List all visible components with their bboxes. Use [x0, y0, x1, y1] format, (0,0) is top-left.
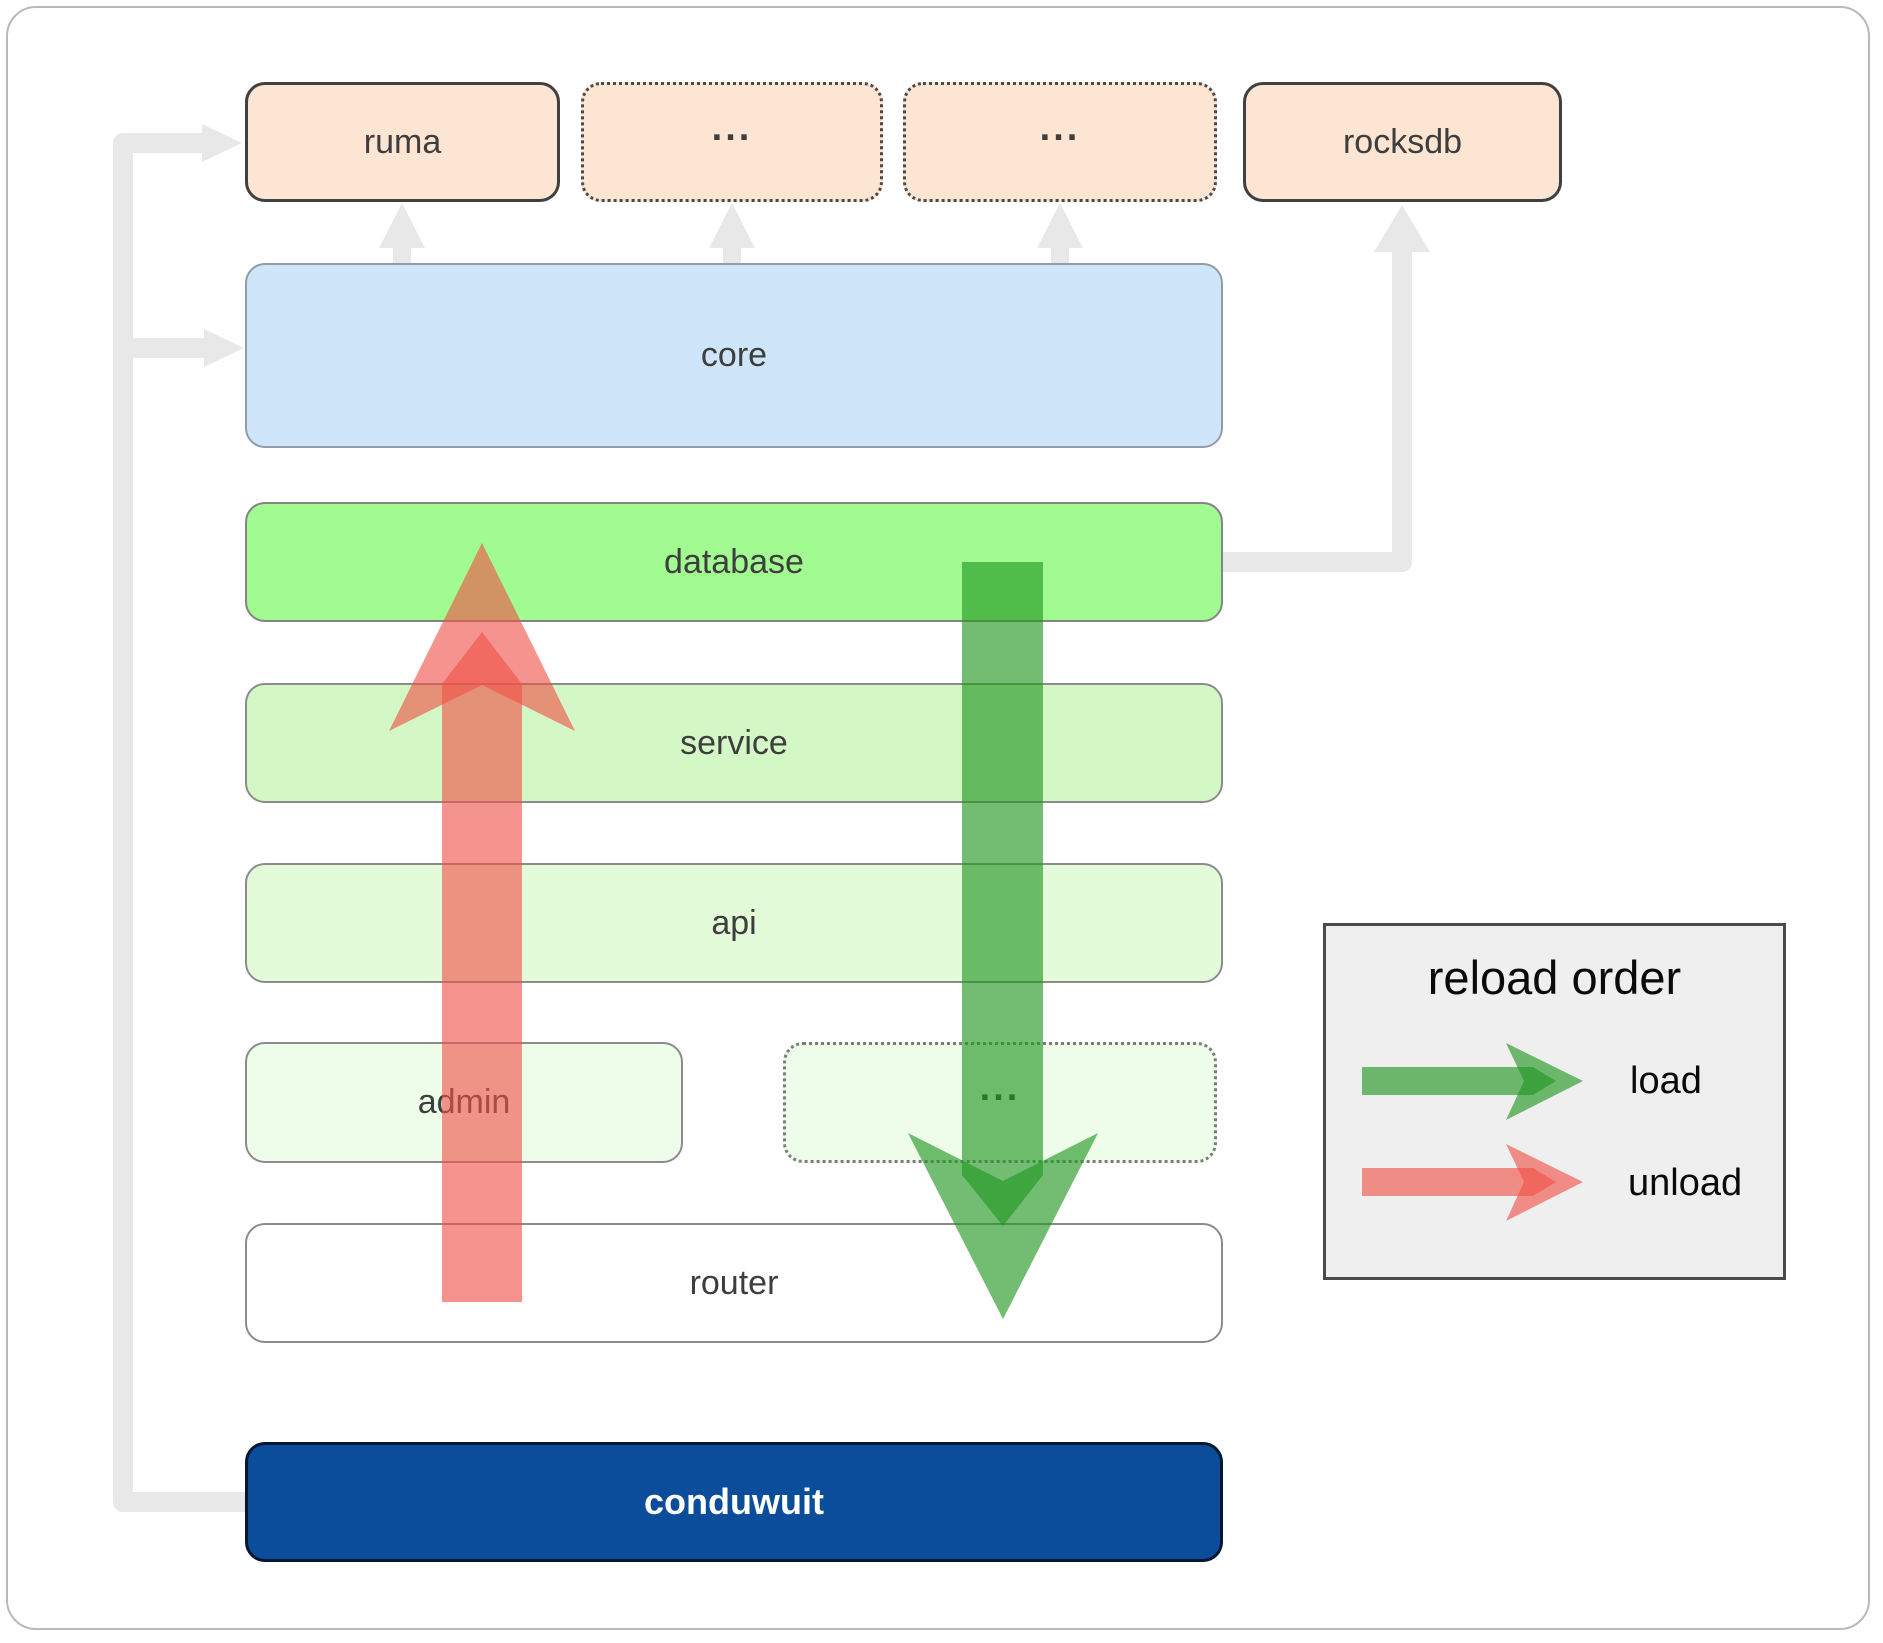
node-service-label: service: [680, 723, 788, 762]
node-admin: admin: [245, 1042, 683, 1163]
diagram-frame: [6, 6, 1870, 1630]
node-ruma-label: ruma: [363, 122, 442, 161]
node-database-label: database: [664, 542, 804, 581]
node-rocksdb: rocksdb: [1243, 82, 1562, 202]
node-ext-top-2: ...: [903, 82, 1217, 202]
legend-label-load: load: [1630, 1060, 1702, 1102]
node-ext-mid: ...: [783, 1042, 1217, 1163]
node-ext-top-1: ...: [581, 82, 883, 202]
node-router: router: [245, 1223, 1223, 1343]
node-conduwuit: conduwuit: [245, 1442, 1223, 1562]
node-service: service: [245, 683, 1223, 803]
node-ruma: ruma: [245, 82, 560, 202]
node-rocksdb-label: rocksdb: [1342, 122, 1463, 161]
node-ext-mid-label: ...: [979, 1067, 1021, 1110]
node-api-label: api: [711, 903, 757, 942]
node-admin-label: admin: [417, 1083, 511, 1121]
legend-box: reload order load unload: [1323, 923, 1786, 1280]
node-database: database: [245, 502, 1223, 622]
node-ext-top-1-label: ...: [711, 106, 753, 149]
node-router-label: router: [689, 1263, 779, 1302]
node-conduwuit-label: conduwuit: [644, 1481, 824, 1522]
node-ext-top-2-label: ...: [1039, 106, 1081, 149]
legend-title: reload order: [1427, 951, 1682, 1004]
node-core: core: [245, 263, 1223, 448]
node-api: api: [245, 863, 1223, 983]
legend-label-unload: unload: [1628, 1162, 1743, 1204]
node-core-label: core: [700, 336, 768, 374]
